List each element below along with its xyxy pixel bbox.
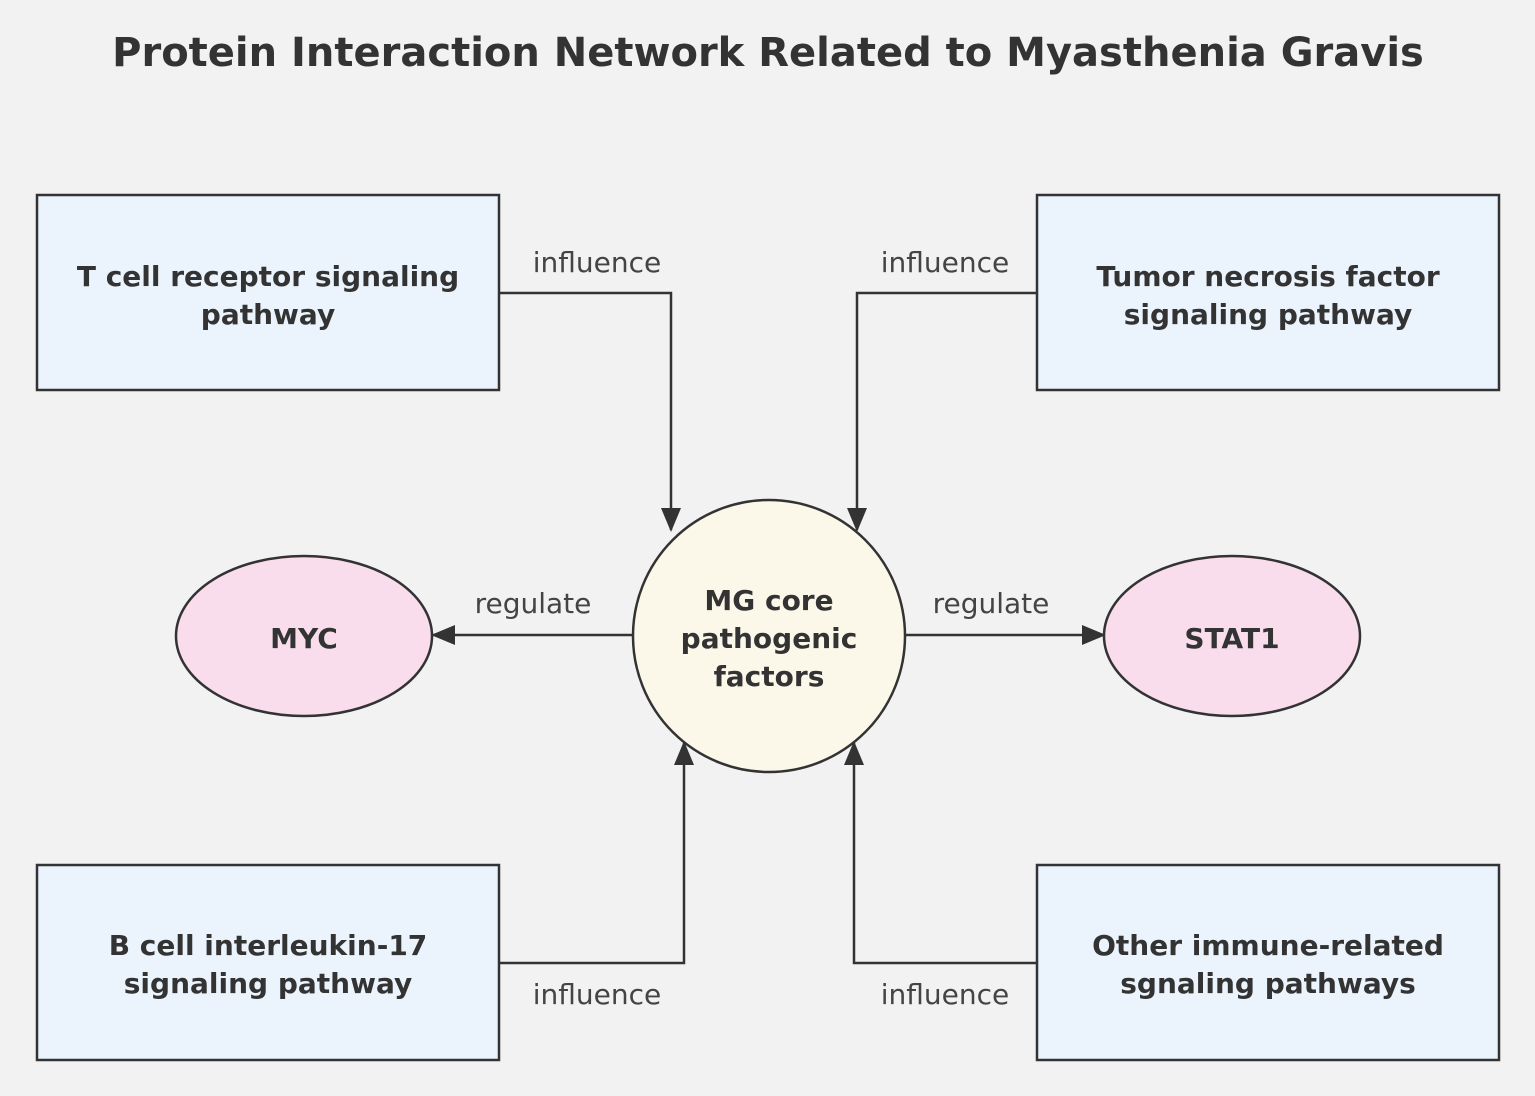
stat1-label: STAT1 (1184, 622, 1279, 655)
node-core: MG core pathogenic factors (631, 498, 907, 774)
edge-label-myc: regulate (475, 587, 592, 620)
edge-label-bcell: influence (533, 978, 662, 1011)
edge-other-to-core (844, 741, 1037, 965)
core-label-line3: factors (714, 660, 825, 693)
edge-label-tnf: influence (881, 246, 1010, 279)
edges (431, 291, 1106, 965)
myc-ellipse (174, 554, 434, 718)
edge-tcr-to-core (500, 291, 681, 532)
node-tcr-pathway: T cell receptor signaling pathway (35, 193, 501, 392)
other-pathway-label-line1: Other immune-related (1092, 929, 1444, 962)
tcr-pathway-box (35, 193, 501, 392)
edge-tnf-to-core (847, 291, 1037, 532)
core-label-line1: MG core (704, 584, 833, 617)
core-label-line2: pathogenic (681, 622, 858, 655)
bcell-pathway-box (35, 863, 501, 1062)
other-pathway-label-line2: sgnaling pathways (1120, 967, 1416, 1000)
edge-bcell-to-core (500, 741, 694, 965)
tcr-pathway-label-line2: pathway (201, 298, 335, 331)
edge-label-stat1: regulate (933, 587, 1050, 620)
bcell-pathway-label-line2: signaling pathway (124, 967, 412, 1000)
stat1-ellipse (1102, 554, 1362, 718)
node-other-pathway: Other immune-related sgnaling pathways (1035, 863, 1501, 1062)
edge-labels: influence influence influence influence … (475, 246, 1050, 1011)
tnf-pathway-box (1035, 193, 1501, 392)
tcr-pathway-label-line1: T cell receptor signaling (77, 260, 459, 293)
node-bcell-pathway: B cell interleukin-17 signaling pathway (35, 863, 501, 1062)
node-myc: MYC (174, 554, 434, 718)
node-stat1: STAT1 (1102, 554, 1362, 718)
core-circle (631, 498, 907, 774)
edge-label-tcr: influence (533, 246, 662, 279)
myc-label: MYC (270, 622, 338, 655)
other-pathway-box (1035, 863, 1501, 1062)
tnf-pathway-label-line1: Tumor necrosis factor (1096, 260, 1439, 293)
node-tnf-pathway: Tumor necrosis factor signaling pathway (1035, 193, 1501, 392)
edge-label-other: influence (881, 978, 1010, 1011)
tnf-pathway-label-line2: signaling pathway (1124, 298, 1412, 331)
bcell-pathway-label-line1: B cell interleukin-17 (109, 929, 428, 962)
diagram-title: Protein Interaction Network Related to M… (112, 30, 1424, 76)
